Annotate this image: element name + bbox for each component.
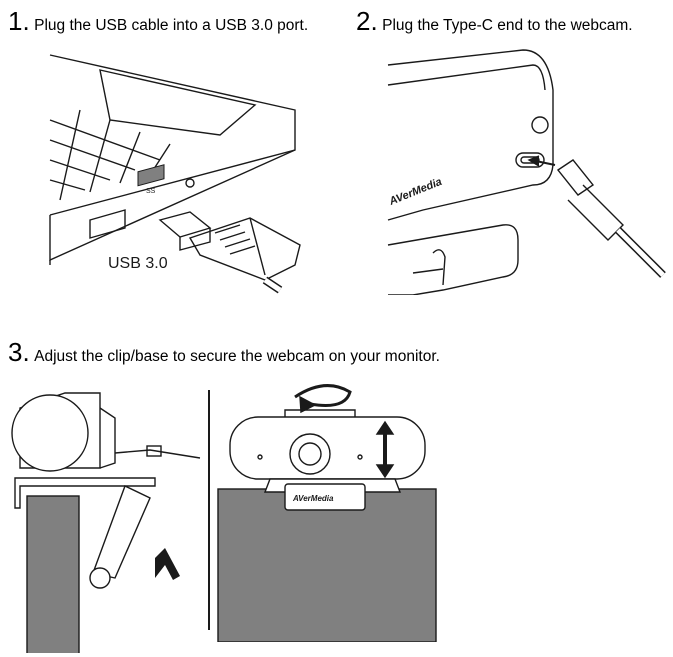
step-3-text: Adjust the clip/base to secure the webca… [34,348,440,365]
laptop-usb-illustration: SS USB 3.0 [49,54,301,294]
step-1-text: Plug the USB cable into a USB 3.0 port. [34,17,309,34]
webcam-typec-illustration: AVerMedia [387,49,666,295]
step-1-heading: 1. Plug the USB cable into a USB 3.0 por… [8,6,308,37]
webcam-clip-side-illustration [11,392,201,653]
webcam-front-mounted-illustration: AVerMedia [217,384,437,642]
step-3-heading: 3. Adjust the clip/base to secure the we… [8,337,440,368]
base-brand-label: AVerMedia [292,494,334,503]
step-2-heading: 2. Plug the Type-C end to the webcam. [356,6,633,37]
step-3-divider [208,390,210,630]
step-1-number: 1. [8,6,30,36]
step-2-number: 2. [356,6,378,36]
step-3-number: 3. [8,337,30,367]
webcam-brand-label: AVerMedia [387,176,444,208]
step-2-text: Plug the Type-C end to the webcam. [382,17,633,34]
usb-3-label: USB 3.0 [108,255,168,272]
port-ss-symbol: SS [146,188,156,195]
